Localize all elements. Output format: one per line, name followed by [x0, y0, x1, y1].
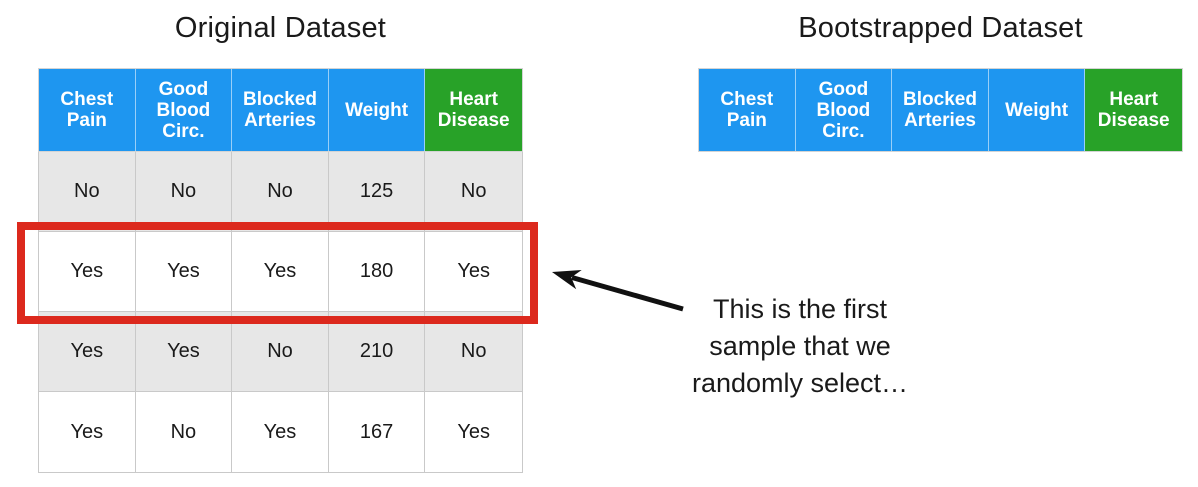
header-cell-good-blood-circ: Good Blood Circ.: [135, 69, 233, 151]
table-cell: Yes: [232, 232, 329, 312]
table-cell: Yes: [39, 312, 136, 392]
table-cell: Yes: [39, 392, 136, 472]
arrowhead-icon: [552, 270, 582, 290]
selected-row-highlight-box: [17, 222, 538, 324]
table-cell: No: [136, 392, 233, 472]
table-cell: 125: [328, 152, 426, 232]
table-cell: No: [232, 152, 329, 232]
table-cell: 167: [329, 392, 426, 472]
table-cell: 180: [328, 232, 426, 312]
table-cell: No: [135, 152, 233, 232]
bootstrapped-dataset-title: Bootstrapped Dataset: [798, 12, 1083, 44]
table-cell: Yes: [457, 420, 490, 443]
header-cell-blocked-arteries: Blocked Arteries: [892, 69, 989, 151]
header-cell-heart-disease: Heart Disease: [1085, 69, 1182, 151]
header-cell-weight: Weight: [988, 69, 1086, 151]
table-cell: No: [39, 152, 136, 232]
table-cell: No: [232, 312, 329, 392]
table-cell: Yes: [39, 232, 136, 312]
table-cell: Yes: [135, 232, 233, 312]
original-dataset-title: Original Dataset: [174, 12, 387, 44]
header-cell-chest-pain: Chest Pain: [699, 69, 796, 151]
table-cell: Yes: [425, 232, 522, 312]
table-cell: No: [425, 152, 522, 232]
header-cell-chest-pain: Chest Pain: [39, 69, 136, 151]
header-cell-blocked-arteries: Blocked Arteries: [232, 69, 329, 151]
annotation-text: This is the first sample that we randoml…: [691, 294, 909, 398]
header-cell-weight: Weight: [328, 69, 426, 151]
header-cell-good-blood-circ: Good Blood Circ.: [795, 69, 893, 151]
table-cell: 210: [328, 312, 426, 392]
table-cell: Yes: [135, 312, 233, 392]
header-cell-heart-disease: Heart Disease: [425, 69, 522, 151]
table-cell: Yes: [232, 392, 329, 472]
table-cell: No: [425, 312, 522, 392]
